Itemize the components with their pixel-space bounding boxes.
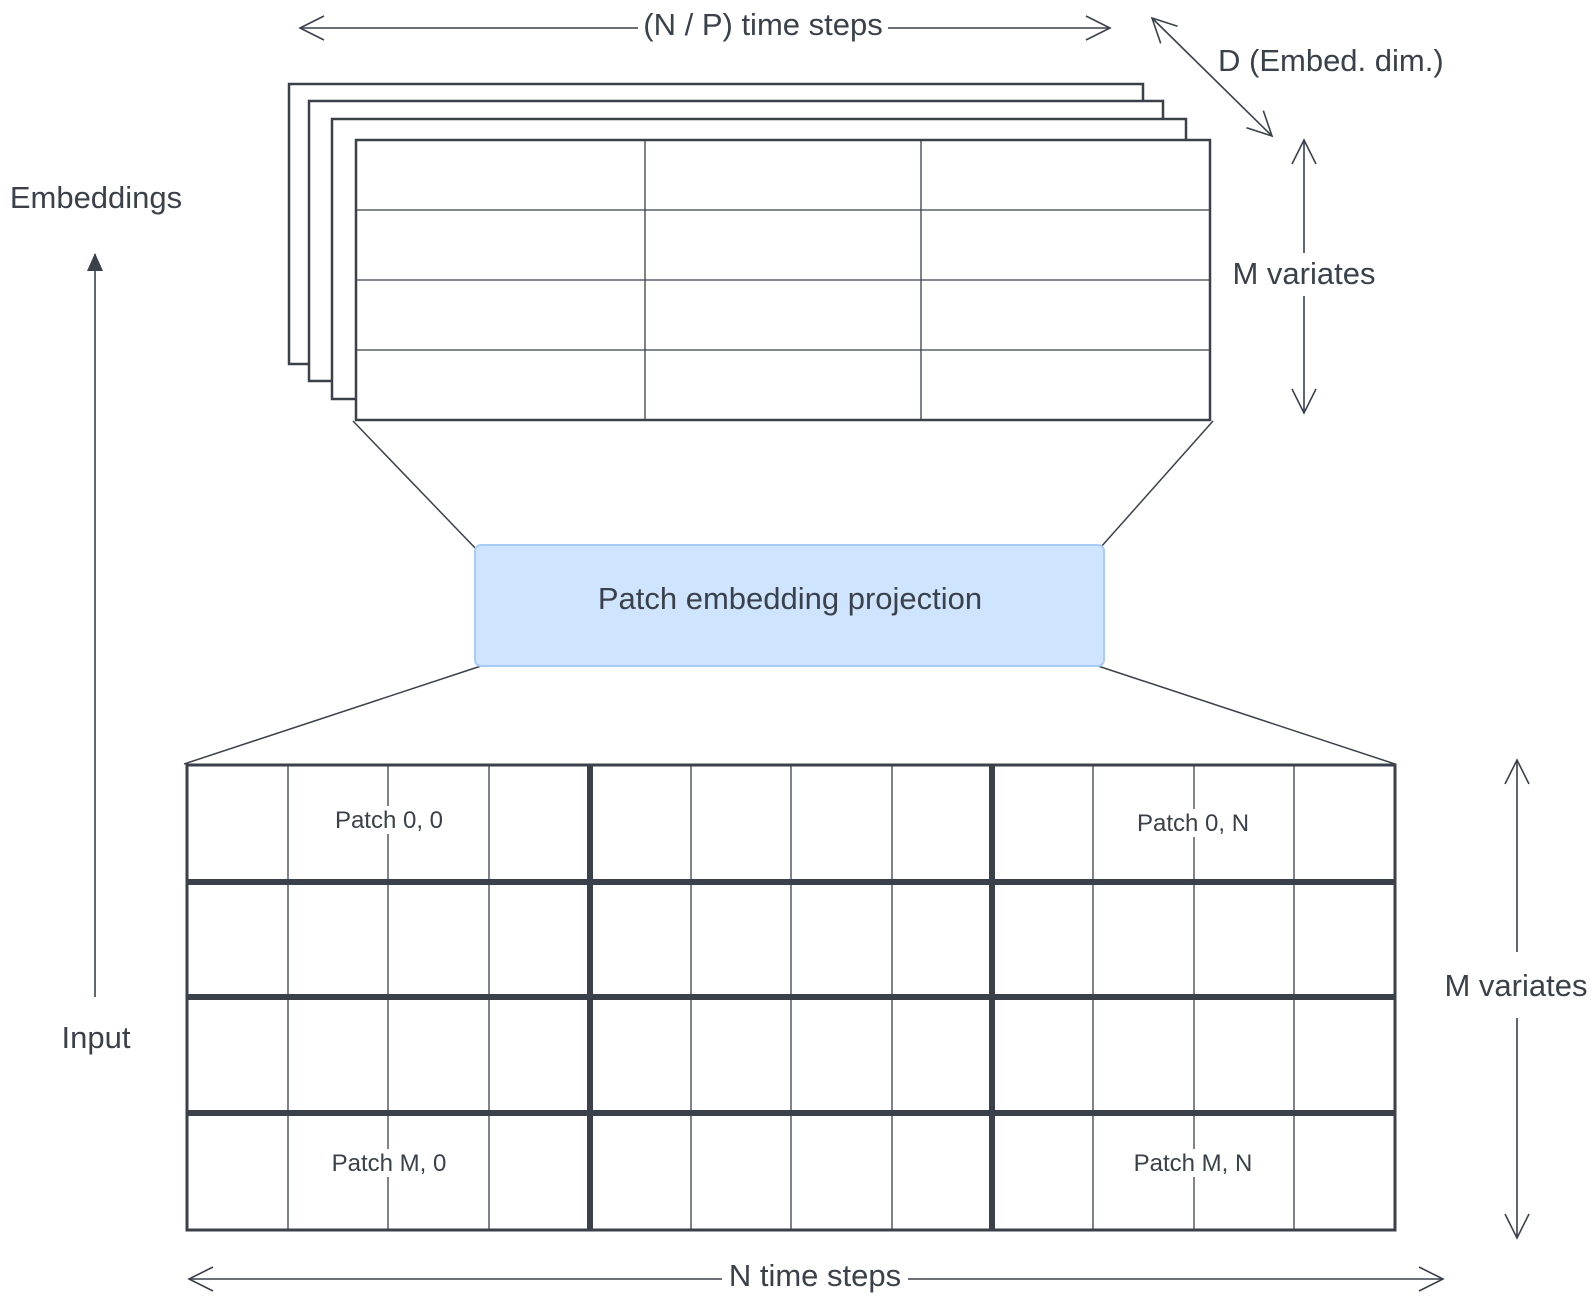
time-steps-bottom-arrow: N time steps bbox=[187, 1258, 1445, 1293]
input-label: Input bbox=[62, 1020, 131, 1055]
funnel-line-bottom-right bbox=[1097, 665, 1396, 765]
patch-m-0-label: Patch M, 0 bbox=[332, 1150, 447, 1177]
patch-m-n-label: Patch M, N bbox=[1134, 1150, 1253, 1177]
bottom-variates-arrow: M variates bbox=[1445, 758, 1588, 1240]
bottom-time-steps-label: N time steps bbox=[729, 1258, 901, 1293]
funnel-line-bottom-left bbox=[183, 665, 482, 765]
embedding-layer-front bbox=[354, 138, 1212, 422]
patch-label-bg bbox=[1123, 1149, 1263, 1177]
embed-dim-arrow: D (Embed. dim.) bbox=[1150, 16, 1444, 138]
embed-dim-label: D (Embed. dim.) bbox=[1218, 43, 1444, 78]
projection-box: Patch embedding projection bbox=[474, 544, 1105, 667]
input-grid-frame bbox=[185, 763, 1397, 1232]
bottom-variates-label: M variates bbox=[1445, 968, 1588, 1003]
patch-0-0-label: Patch 0, 0 bbox=[335, 807, 443, 834]
embeddings-stack bbox=[287, 82, 1212, 422]
patch-label-bg bbox=[325, 806, 453, 834]
time-steps-top-arrow: (N / P) time steps bbox=[298, 7, 1112, 42]
patch-label-bg bbox=[321, 1149, 457, 1177]
funnel-line-top-right bbox=[1100, 420, 1214, 548]
top-variates-label: M variates bbox=[1233, 256, 1376, 291]
top-variates-arrow: M variates bbox=[1233, 138, 1376, 415]
projection-box-bg bbox=[474, 544, 1105, 667]
funnel-line-top-left bbox=[352, 420, 479, 552]
input-grid: Patch 0, 0 Patch 0, N Patch M, 0 Patch M… bbox=[185, 763, 1397, 1232]
patch-0-n-label: Patch 0, N bbox=[1137, 810, 1249, 837]
patch-label-bg bbox=[1127, 809, 1259, 837]
projection-label: Patch embedding projection bbox=[598, 581, 982, 616]
embeddings-label: Embeddings bbox=[10, 180, 182, 215]
top-time-steps-label: (N / P) time steps bbox=[643, 7, 882, 42]
